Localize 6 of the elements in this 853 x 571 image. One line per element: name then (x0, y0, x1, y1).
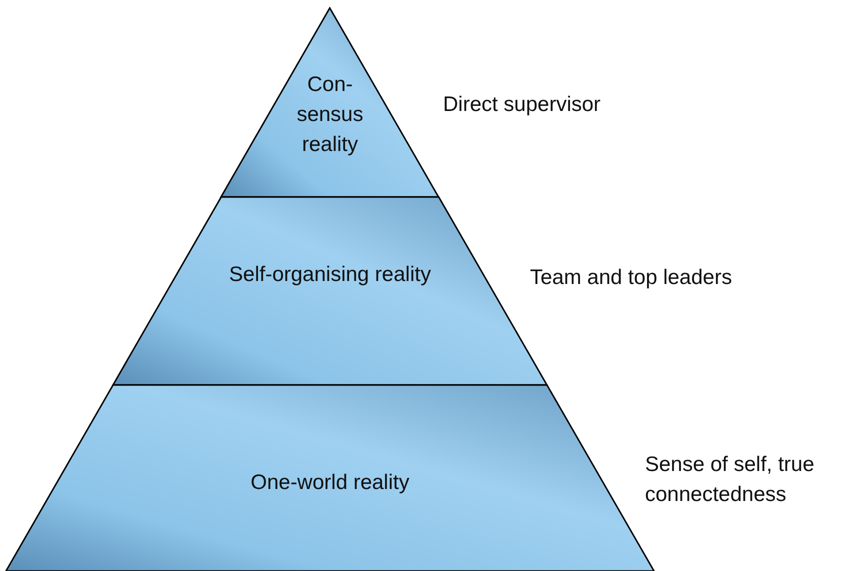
tier-label: One-world reality (250, 470, 410, 496)
tier-label: Self-organising reality (228, 262, 432, 288)
tier-label: Con-sensus reality (296, 72, 364, 158)
tier-description: Direct supervisor (443, 92, 602, 118)
tier-description: Sense of self, true connectedness (645, 452, 816, 508)
tier-description: Team and top leaders (530, 265, 733, 291)
